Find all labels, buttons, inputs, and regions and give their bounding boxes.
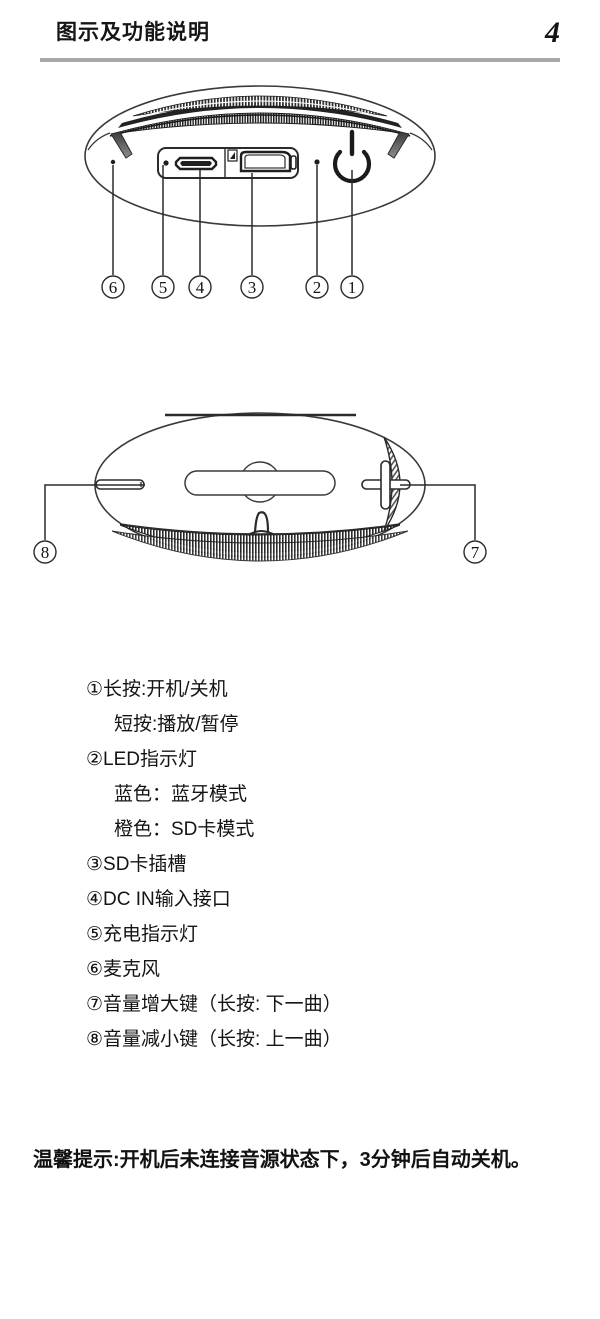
callout-6: 6	[101, 275, 125, 299]
callout-5: 5	[151, 275, 175, 299]
callout-8: 8	[33, 540, 57, 564]
callout-leader-lines	[112, 165, 353, 275]
feature-item-7: ⑦音量增大键（长按: 下一曲）	[86, 994, 342, 1015]
device-bottom-view-diagram: 8 7	[0, 395, 600, 585]
plus-button-icon[interactable]	[361, 436, 411, 532]
page-header: 图示及功能说明 4	[0, 0, 600, 62]
svg-text:4: 4	[196, 278, 205, 297]
callout-7: 7	[463, 540, 487, 564]
callout-numbers: 6 5 4 3 2	[101, 275, 364, 299]
svg-text:6: 6	[109, 278, 118, 297]
status-led-dot-icon	[314, 159, 320, 165]
callout-4: 4	[188, 275, 212, 299]
callout-numbers: 8 7	[33, 540, 487, 564]
stand-hook-icon	[247, 511, 276, 536]
charge-led-dot-icon	[163, 160, 169, 166]
callout-8-leader	[44, 484, 145, 540]
panel-nub-icon	[290, 155, 297, 170]
center-pill-button[interactable]	[184, 461, 336, 503]
feature-item-2a: 蓝色：蓝牙模式	[114, 784, 248, 805]
micro-usb-port-icon	[174, 156, 218, 171]
feature-item-1b: 短按:播放/暂停	[114, 714, 239, 735]
feature-item-2b: 橙色：SD卡模式	[114, 819, 255, 840]
speaker-grille-icon	[111, 523, 409, 562]
sd-card-marker-icon	[227, 149, 238, 162]
feature-item-6: ⑥麦克风	[86, 959, 161, 980]
device-bottom-view-svg: 8 7	[33, 412, 487, 564]
callout-3: 3	[240, 275, 264, 299]
callout-1: 1	[340, 275, 364, 299]
svg-text:1: 1	[348, 278, 357, 297]
feature-item-1: ①长按:开机/关机	[86, 679, 228, 700]
feature-item-2: ②LED指示灯	[86, 749, 197, 770]
svg-text:7: 7	[471, 543, 480, 562]
device-top-view-diagram: 6 5 4 3 2	[0, 70, 600, 320]
microphone-pinhole-icon	[110, 159, 116, 165]
feature-item-4: ④DC IN输入接口	[86, 889, 231, 910]
svg-text:8: 8	[41, 543, 50, 562]
callout-2: 2	[305, 275, 329, 299]
device-top-view-svg: 6 5 4 3 2	[84, 85, 436, 299]
svg-text:5: 5	[159, 278, 168, 297]
page-title: 图示及功能说明	[56, 21, 210, 44]
callout-7-leader	[400, 484, 476, 540]
feature-item-8: ⑧音量减小键（长按: 上一曲）	[86, 1029, 342, 1050]
footer-tip-note: 温馨提示:开机后未连接音源状态下，3分钟后自动关机。	[33, 1149, 531, 1171]
header-divider	[40, 58, 560, 62]
grille-tab-right	[387, 131, 410, 159]
svg-text:3: 3	[248, 278, 257, 297]
speaker-grille-icon	[109, 95, 411, 137]
grille-tab-left	[110, 131, 133, 159]
svg-text:2: 2	[313, 278, 322, 297]
sd-card-slot-icon	[239, 150, 292, 173]
feature-list: ①长按:开机/关机 短按:播放/暂停 ②LED指示灯 蓝色：蓝牙模式 橙色：SD…	[86, 672, 506, 1057]
feature-item-5: ⑤充电指示灯	[86, 924, 199, 945]
feature-item-3: ③SD卡插槽	[86, 854, 187, 875]
page-number: 4	[545, 16, 560, 49]
